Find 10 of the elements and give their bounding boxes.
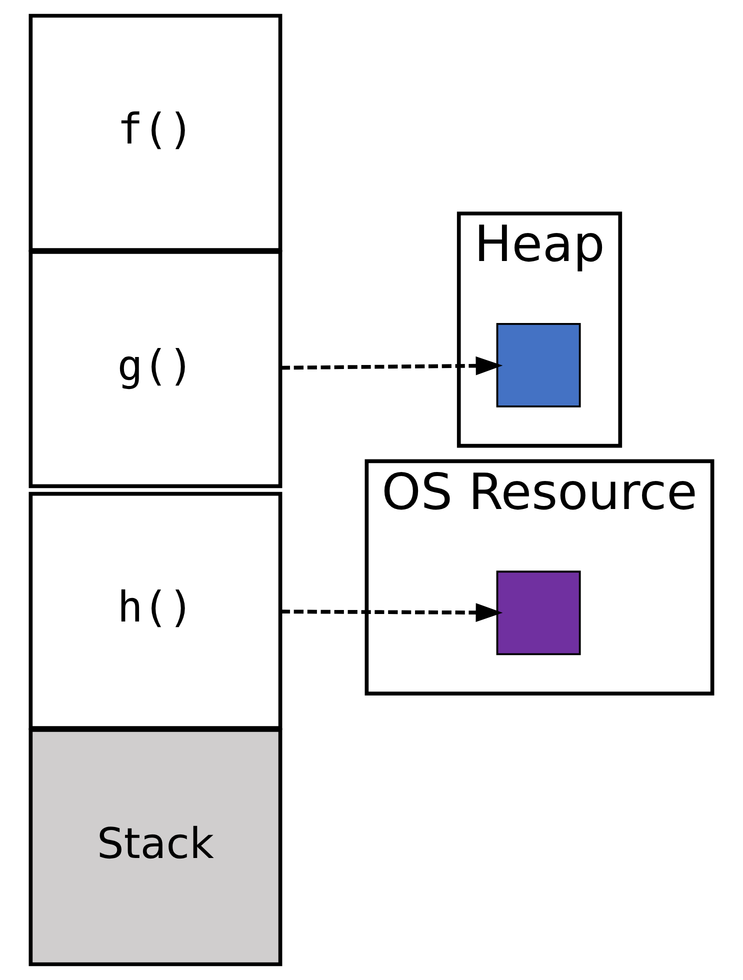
node-box: f() (28, 14, 282, 252)
arrow (280, 603, 503, 622)
cluster: Heap (456, 212, 622, 448)
cluster: OS Resource (364, 459, 714, 696)
node-box: h() (28, 492, 282, 730)
arrow (280, 356, 503, 376)
node-box: Stack (28, 728, 282, 966)
node-box (496, 570, 581, 656)
node-box (496, 322, 581, 408)
node-box: g() (28, 250, 282, 488)
